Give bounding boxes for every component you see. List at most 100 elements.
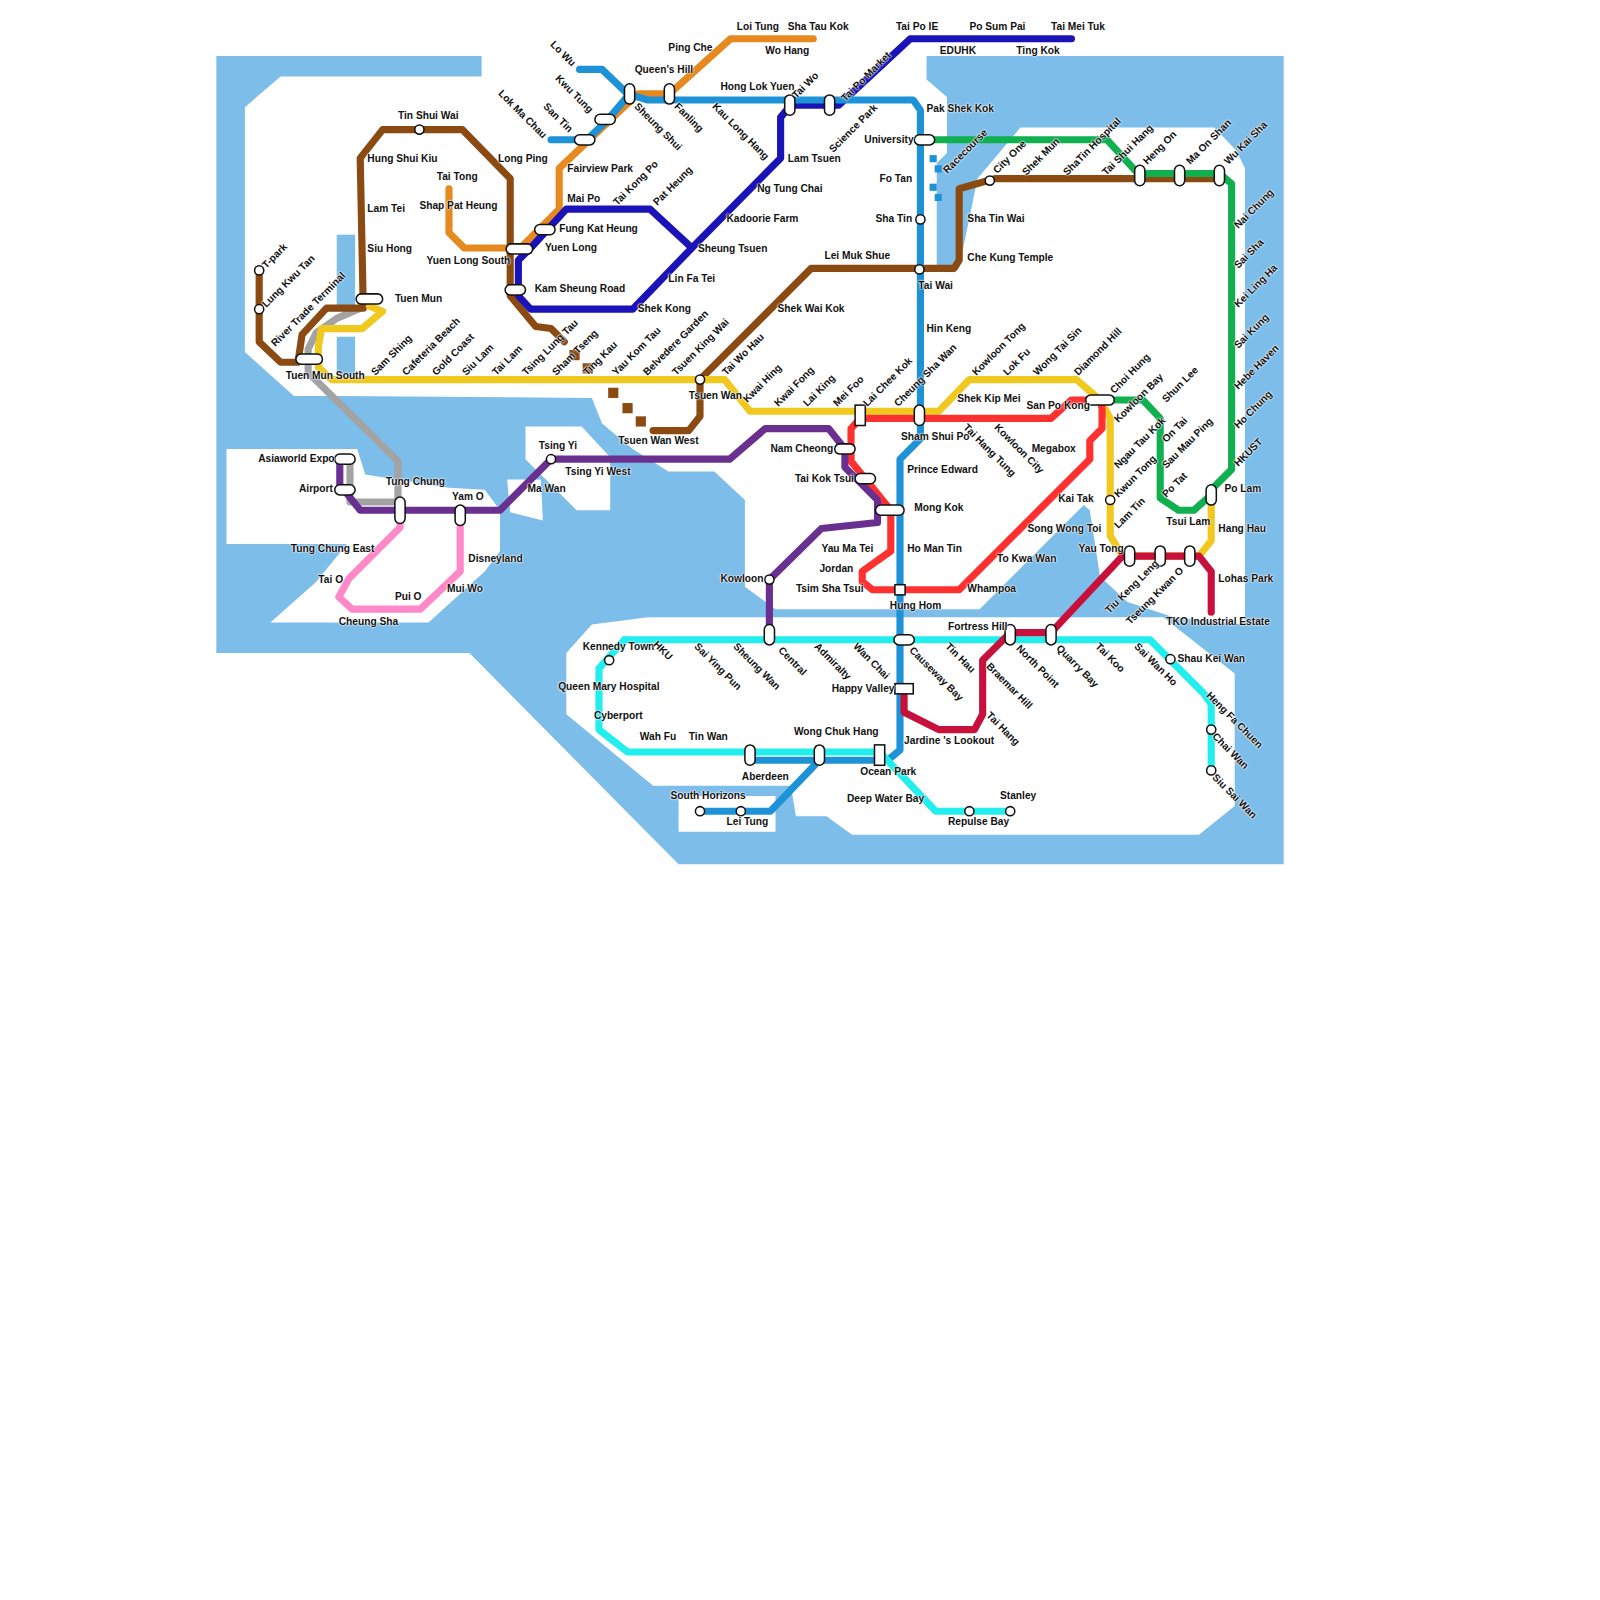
station-label: Fairview Park	[567, 163, 633, 175]
station-label: Yau Tong	[1079, 543, 1124, 555]
station-label: Lo Wu	[548, 39, 578, 69]
station-label: Hong Lok Yuen	[720, 81, 794, 93]
station-label: Shek Mun	[1020, 135, 1062, 177]
station-label: Kai Tak	[1058, 493, 1093, 505]
station-label: Sha Tin Wai	[967, 213, 1024, 225]
station-label: Po Tat	[1160, 470, 1190, 500]
station-label: Tin Shui Wai	[398, 110, 459, 122]
station-label: Hung Hom	[890, 600, 942, 612]
station-label: Tai Wo Hau	[720, 331, 767, 378]
station-label: Tai Po Market	[839, 50, 894, 105]
station-label: University	[864, 134, 913, 146]
station-label: Wong Chuk Hang	[794, 726, 879, 738]
station-label: Kadoorie Farm	[727, 213, 799, 225]
station-label: Sha Tau Kok	[788, 21, 849, 33]
station-label: Tuen Mun South	[286, 370, 365, 382]
station-label: Siu Hong	[367, 243, 412, 255]
station-label: Sheung Tsuen	[698, 243, 767, 255]
station-label: Ting Kok	[1016, 45, 1059, 57]
station-label: Ma Wan	[528, 483, 566, 495]
station-label: Tsuen Wan West	[618, 435, 698, 447]
station-label: Shau Kei Wan	[1178, 653, 1246, 665]
station-label: Lam Tsuen	[788, 153, 841, 165]
station-label: Yuen Long	[545, 242, 597, 254]
station-label: Tuen Mun	[395, 293, 442, 305]
station-label: Jardine 's Lookout	[904, 735, 994, 747]
station-label: Sai Kung	[1232, 312, 1272, 352]
station-label: Wan Chai	[851, 641, 892, 682]
station-label: Kau Long Hang	[710, 101, 772, 163]
station-label: Hung Shui Kiu	[367, 153, 437, 165]
station-label: Lok Fu	[1001, 346, 1033, 378]
station-label: Yau Ma Tei	[821, 543, 873, 555]
station-label: TKO Industrial Estate	[1166, 616, 1270, 628]
station-label: Tai Wai	[918, 280, 953, 292]
station-label: Science Park	[826, 102, 879, 155]
station-label: Loi Tung	[737, 21, 779, 33]
station-label: Ng Tung Chai	[757, 183, 822, 195]
station-label: Hin Keng	[927, 323, 972, 335]
station-label: Tin Wan	[689, 731, 728, 743]
station-label: EDUHK	[940, 45, 976, 57]
station-label: Whampoa	[967, 583, 1016, 595]
station-label: Tung Chung East	[291, 543, 375, 555]
station-label: Ho Chung	[1232, 388, 1275, 431]
station-label: Aberdeen	[742, 771, 789, 783]
station-label: HKUST	[1232, 436, 1265, 469]
station-label: Tai Mei Tuk	[1051, 21, 1105, 33]
station-label: Happy Valley	[832, 683, 895, 695]
station-label: Cyberport	[594, 710, 643, 722]
station-label: Sai Sha	[1232, 237, 1266, 271]
station-label: Ping Che	[668, 42, 712, 54]
station-label: Long Ping	[498, 153, 548, 165]
station-label: Tai Tong	[437, 171, 478, 183]
station-label: Ocean Park	[860, 766, 916, 778]
station-label: Tai O	[318, 574, 343, 586]
station-label: Tsing Yi West	[565, 466, 630, 478]
interchange-markers	[255, 84, 1225, 816]
station-label: Lohas Park	[1218, 573, 1273, 585]
station-label: Sai Wan Ho	[1132, 641, 1180, 689]
station-label: Tung Chung	[386, 476, 445, 488]
station-label: Mai Po	[567, 193, 600, 205]
station-label: Tsuen Wan	[689, 390, 742, 402]
station-label: Repulse Bay	[948, 816, 1009, 828]
station-label: Wo Hang	[765, 45, 809, 57]
station-label: T-park	[260, 242, 290, 272]
station-label: Braemar Hill	[984, 661, 1035, 712]
station-label: Lei Tung	[727, 816, 769, 828]
station-label: Lok Ma Chau	[496, 88, 549, 141]
station-label: Pat Heung	[651, 164, 695, 208]
station-label: Lin Fa Tei	[668, 273, 715, 285]
station-label: Kowloon Tong	[970, 320, 1028, 378]
station-label: Mui Wo	[447, 583, 483, 595]
station-label: Sha Tin	[876, 213, 913, 225]
station-label: Pui O	[395, 591, 422, 603]
station-label: Po Sum Pai	[969, 21, 1025, 33]
station-label: Prince Edward	[907, 464, 978, 476]
station-label: Sham Shui Po	[901, 431, 970, 443]
station-label: Song Wong Toi	[1028, 523, 1102, 535]
station-label: South Horizons	[670, 790, 745, 802]
station-label: Hang Hau	[1218, 523, 1266, 535]
station-label: Shek Kong	[638, 303, 691, 315]
station-label: Shek Kip Mei	[957, 393, 1020, 405]
station-label: Pak Shek Kok	[927, 103, 994, 115]
station-label: Nam Cheong	[770, 443, 833, 455]
station-label: Racecourse	[941, 126, 990, 175]
station-label: Kowloon	[720, 573, 763, 585]
station-label: Tin Hau	[943, 641, 978, 676]
station-label: Kam Sheung Road	[535, 283, 626, 295]
station-label: Airport	[299, 483, 333, 495]
station-label: Admiralty	[812, 641, 854, 683]
station-label: Mong Kok	[914, 502, 963, 514]
station-label: Nai Chung	[1232, 186, 1276, 230]
station-label: Jordan	[819, 563, 853, 575]
station-label: Lei Muk Shue	[824, 250, 890, 262]
station-label: Kennedy Town	[583, 641, 655, 653]
station-label: Lam Tei	[367, 203, 405, 215]
metro-lines	[259, 39, 1231, 811]
station-label: Ho Man Tin	[907, 543, 962, 555]
station-label: Siu Sai Wan	[1210, 771, 1259, 820]
